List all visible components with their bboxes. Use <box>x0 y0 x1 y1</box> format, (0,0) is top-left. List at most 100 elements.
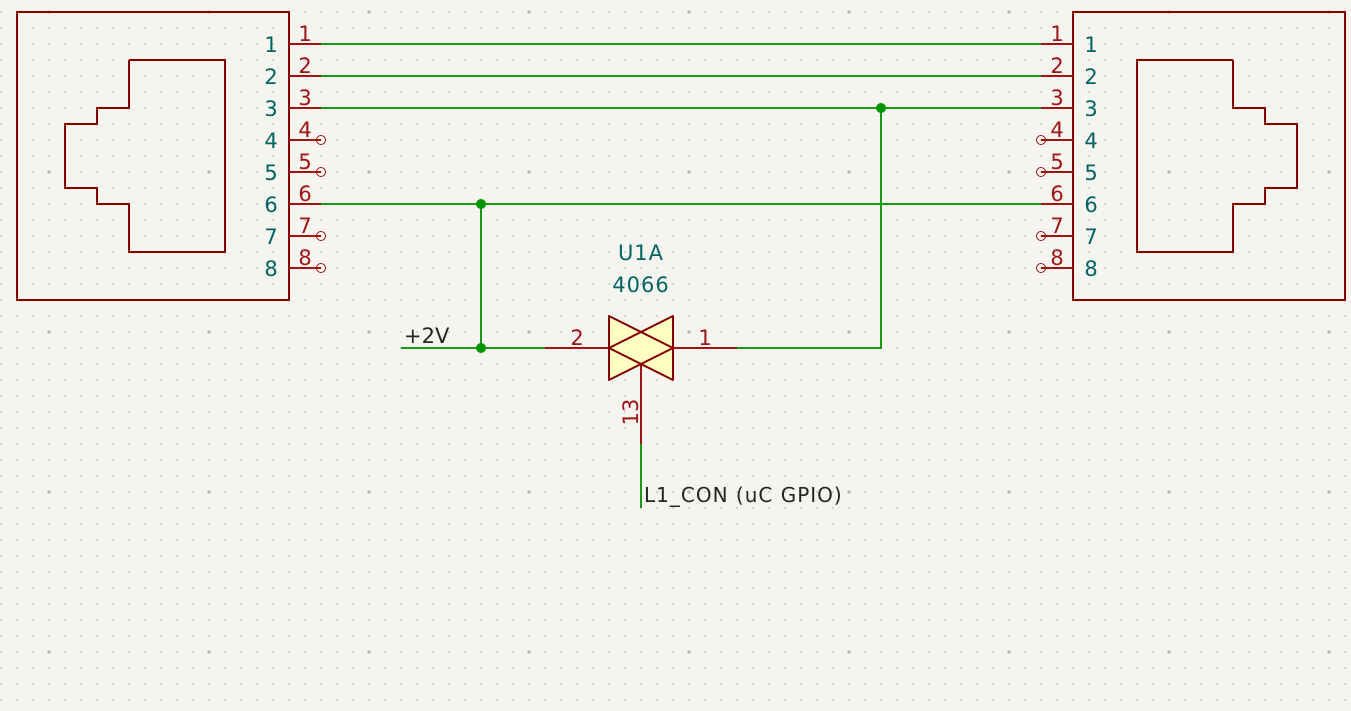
grid-dot <box>448 299 450 301</box>
grid-dot <box>944 379 946 381</box>
grid-dot <box>368 427 370 429</box>
grid-dot <box>527 170 531 174</box>
grid-dot <box>1104 699 1106 701</box>
grid-dot <box>768 459 770 461</box>
grid-dot <box>400 443 402 445</box>
grid-dot <box>1216 27 1218 29</box>
grid-dot <box>352 11 354 13</box>
grid-dot <box>1328 379 1330 381</box>
grid-dot <box>128 459 130 461</box>
grid-dot <box>608 91 610 93</box>
grid-dot <box>992 571 994 573</box>
grid-dot <box>672 651 674 653</box>
grid-dot <box>432 683 434 685</box>
grid-dot <box>144 587 146 589</box>
grid-dot <box>688 123 690 125</box>
grid-dot <box>256 635 258 637</box>
grid-dot <box>512 155 514 157</box>
grid-dot <box>192 315 194 317</box>
grid-dot <box>704 235 706 237</box>
grid-dot <box>592 619 594 621</box>
grid-dot <box>1344 539 1346 541</box>
wire-switch-to-pin3[interactable] <box>737 108 882 349</box>
grid-dot <box>128 683 130 685</box>
grid-dot <box>352 123 354 125</box>
grid-dot <box>848 667 850 669</box>
grid-dot <box>304 187 306 189</box>
grid-dot <box>320 331 322 333</box>
switch-value[interactable]: 4066 <box>612 273 669 297</box>
grid-dot <box>896 379 898 381</box>
grid-dot <box>240 75 242 77</box>
grid-dot <box>448 667 450 669</box>
grid-dot <box>48 107 50 109</box>
grid-dot <box>720 267 722 269</box>
grid-dot <box>1312 59 1314 61</box>
grid-dot <box>944 571 946 573</box>
grid-dot <box>1344 443 1346 445</box>
grid-dot <box>560 427 562 429</box>
grid-dot <box>496 235 498 237</box>
grid-dot <box>1024 699 1026 701</box>
grid-dot <box>336 187 338 189</box>
grid-dot <box>64 667 66 669</box>
grid-dot <box>1104 203 1106 205</box>
grid-dot <box>880 603 882 605</box>
grid-dot <box>192 203 194 205</box>
grid-dot <box>320 59 322 61</box>
power-label[interactable]: +2V <box>404 324 450 348</box>
grid-dot <box>288 539 290 541</box>
grid-dot <box>384 539 386 541</box>
switch-reference[interactable]: U1A <box>618 241 664 265</box>
grid-dot <box>1312 571 1314 573</box>
grid-dot <box>448 59 450 61</box>
grid-dot <box>832 331 834 333</box>
grid-dot <box>256 91 258 93</box>
grid-dot <box>800 683 802 685</box>
grid-dot <box>1088 651 1090 653</box>
grid-dot <box>864 187 866 189</box>
grid-dot <box>192 43 194 45</box>
grid-dot <box>96 91 98 93</box>
grid-dot <box>864 507 866 509</box>
grid-dot <box>352 539 354 541</box>
grid-dot <box>1024 491 1026 493</box>
grid-dot <box>1072 507 1074 509</box>
analog-switch-u1a[interactable]: 2 1 13 U1A 4066 <box>545 241 737 444</box>
grid-dot <box>16 427 18 429</box>
grid-dot <box>880 59 882 61</box>
grid-dot <box>704 331 706 333</box>
grid-dot <box>384 235 386 237</box>
grid-dot <box>448 699 450 701</box>
grid-dot <box>784 155 786 157</box>
grid-dot <box>448 315 450 317</box>
grid-dot <box>912 347 914 349</box>
grid-dot <box>32 443 34 445</box>
grid-dot <box>48 619 50 621</box>
grid-dot <box>1120 331 1122 333</box>
grid-dot <box>560 299 562 301</box>
grid-dot <box>112 235 114 237</box>
grid-dot <box>608 587 610 589</box>
grid-dot <box>352 427 354 429</box>
grid-dot <box>448 603 450 605</box>
grid-dot <box>496 523 498 525</box>
grid-dot <box>768 523 770 525</box>
grid-dot <box>1168 395 1170 397</box>
grid-dot <box>384 667 386 669</box>
grid-dot <box>848 363 850 365</box>
control-net-label[interactable]: L1_CON (uC GPIO) <box>644 483 843 507</box>
grid-dot <box>832 699 834 701</box>
grid-dot <box>144 539 146 541</box>
grid-dot <box>512 187 514 189</box>
grid-dot <box>192 443 194 445</box>
grid-dot <box>432 283 434 285</box>
grid-dot <box>80 507 82 509</box>
grid-dot <box>128 379 130 381</box>
grid-dot <box>1152 331 1154 333</box>
grid-dot <box>864 27 866 29</box>
grid-dot <box>1152 139 1154 141</box>
grid-dot <box>976 443 978 445</box>
